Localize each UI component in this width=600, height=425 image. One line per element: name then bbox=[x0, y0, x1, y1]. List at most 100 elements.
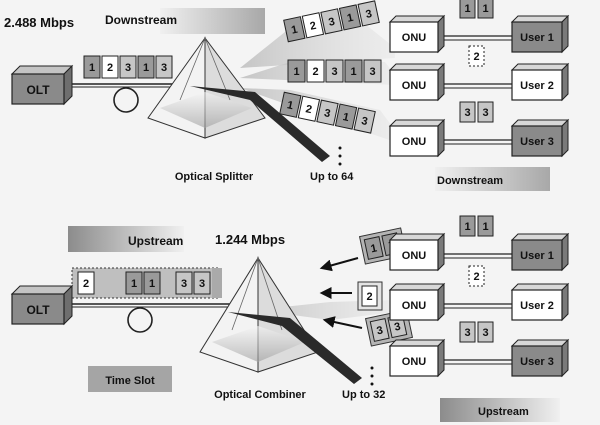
downstream-onu-3: ONU bbox=[388, 118, 446, 158]
downstream-bus-packet-3-label: 3 bbox=[125, 62, 131, 74]
downstream-onu-3-packet-1: 3 bbox=[459, 101, 476, 123]
downstream-fan-packet-2-1-label: 1 bbox=[293, 66, 299, 78]
upstream-onu-2-packet-1: 2 bbox=[468, 265, 485, 287]
downstream-onu-1-packet-1: 1 bbox=[459, 0, 476, 19]
upstream-bus-packet-2: 1 bbox=[125, 271, 143, 295]
downstream-olt: OLT bbox=[10, 64, 74, 106]
upstream-incoming-packet-2-1: 2 bbox=[361, 285, 378, 307]
downstream-header-banner bbox=[160, 8, 265, 34]
upstream-beam bbox=[228, 312, 362, 384]
downstream-onu-3-packet-2-label: 3 bbox=[482, 107, 488, 119]
upstream-bus-packet-5-label: 3 bbox=[199, 278, 205, 290]
upstream-bus-band-end bbox=[212, 268, 222, 298]
upstream-title: Upstream bbox=[128, 234, 183, 248]
downstream-fan-packet-3-1-label: 1 bbox=[286, 99, 294, 112]
upstream-onu-3-packet-2-label: 3 bbox=[482, 327, 488, 339]
downstream-fan-packet-3-2-label: 2 bbox=[304, 103, 312, 116]
downstream-onu-1-packet-2: 1 bbox=[477, 0, 494, 19]
downstream-fan-packet-1-1-label: 1 bbox=[290, 24, 298, 37]
upstream-bus-packet-3-label: 1 bbox=[149, 278, 155, 290]
downstream-fan-packet-3-5-label: 3 bbox=[360, 115, 368, 128]
upstream-user-3: User 3 bbox=[510, 338, 570, 378]
downstream-fan-packet-3-5: 3 bbox=[353, 107, 376, 134]
downstream-fan-packet-3-3-label: 3 bbox=[323, 107, 331, 120]
upstream-user-1-label: User 1 bbox=[520, 250, 554, 262]
upstream-onu-1: ONU bbox=[388, 232, 446, 272]
downstream-fan-packet-2-3-label: 3 bbox=[331, 66, 337, 78]
downstream-fan-packet-3-1: 1 bbox=[279, 91, 302, 118]
downstream-fan-packet-2-2-label: 2 bbox=[312, 66, 318, 78]
upstream-onu-3-label: ONU bbox=[402, 356, 427, 368]
downstream-fan-packet-2-4: 1 bbox=[344, 59, 363, 83]
time-slot-label: Time Slot bbox=[105, 375, 155, 387]
downstream-user-2: User 2 bbox=[510, 62, 570, 102]
upstream-olt: OLT bbox=[10, 284, 74, 326]
downstream-bottom-banner bbox=[435, 167, 550, 191]
upstream-incoming-group-2: 2 bbox=[357, 281, 383, 311]
downstream-fan-packet-2-3: 3 bbox=[325, 59, 344, 83]
downstream-bus-packet-2: 2 bbox=[101, 55, 119, 79]
upstream-bus-packet-4-label: 3 bbox=[181, 278, 187, 290]
upstream-user-3-label: User 3 bbox=[520, 356, 554, 368]
downstream-fan-packet-1-3-label: 3 bbox=[327, 16, 335, 29]
downstream-user-1-label: User 1 bbox=[520, 32, 554, 44]
upstream-onu-2-packet-1-label: 2 bbox=[473, 271, 479, 283]
downstream-onu-3-packet-2: 3 bbox=[477, 101, 494, 123]
upstream-user-1: User 1 bbox=[510, 232, 570, 272]
downstream-title: Downstream bbox=[105, 13, 177, 27]
downstream-user-3: User 3 bbox=[510, 118, 570, 158]
upstream-dot-2 bbox=[370, 374, 374, 378]
downstream-fan-packet-1-4: 1 bbox=[338, 4, 362, 31]
downstream-fan-packet-2-2: 2 bbox=[306, 59, 325, 83]
downstream-fan-packet-2-5-label: 3 bbox=[369, 66, 375, 78]
upstream-bus-packet-4: 3 bbox=[175, 271, 193, 295]
downstream-dot-1 bbox=[338, 146, 342, 150]
downstream-bus-packet-5-label: 3 bbox=[161, 62, 167, 74]
upstream-arrow-1 bbox=[319, 257, 359, 272]
downstream-onu-2-packet-1-label: 2 bbox=[473, 51, 479, 63]
downstream-fan-packet-1-5: 3 bbox=[357, 0, 380, 27]
upstream-onu-3-packet-1: 3 bbox=[459, 321, 476, 343]
downstream-fan-packet-2-5: 3 bbox=[363, 59, 382, 83]
downstream-onu-1-packet-1-label: 1 bbox=[464, 3, 470, 15]
upstream-onu-1-packet-1-label: 1 bbox=[464, 221, 470, 233]
downstream-bus-packet-4-label: 1 bbox=[143, 62, 149, 74]
downstream-bus-packet-2-label: 2 bbox=[107, 62, 113, 74]
downstream-dot-3 bbox=[338, 162, 342, 166]
upstream-arrow-3 bbox=[322, 316, 363, 329]
time-slot-box bbox=[88, 366, 172, 392]
optical-combiner bbox=[199, 256, 362, 384]
upstream-onu-1-packet-2-label: 1 bbox=[482, 221, 488, 233]
upstream-onu-3-packet-2: 3 bbox=[477, 321, 494, 343]
upstream-user-2-label: User 2 bbox=[520, 300, 554, 312]
downstream-onu-2-label: ONU bbox=[402, 80, 427, 92]
upstream-bus-packet-2-label: 1 bbox=[131, 278, 137, 290]
downstream-fan-packet-2-1: 1 bbox=[287, 59, 306, 83]
downstream-beam bbox=[190, 86, 330, 162]
upstream-incoming-packet-3-2-label: 3 bbox=[393, 321, 401, 334]
downstream-rate: 2.488 Mbps bbox=[4, 15, 74, 30]
downstream-onu-3-packet-1-label: 3 bbox=[464, 107, 470, 119]
downstream-onu-1: ONU bbox=[388, 14, 446, 54]
upstream-olt-label: OLT bbox=[26, 303, 50, 317]
downstream-fanout-label: Up to 64 bbox=[310, 171, 354, 183]
downstream-fan-packet-1-1: 1 bbox=[283, 16, 306, 43]
upstream-onu-3-packet-1-label: 3 bbox=[464, 327, 470, 339]
downstream-bottom-label: Downstream bbox=[437, 175, 503, 187]
downstream-bus-packet-1: 1 bbox=[83, 55, 101, 79]
upstream-dot-1 bbox=[370, 366, 374, 370]
downstream-onu-2-packet-1: 2 bbox=[468, 45, 485, 67]
upstream-onu-1-packet-2: 1 bbox=[477, 215, 494, 237]
upstream-header-banner bbox=[68, 226, 184, 252]
optical-combiner-label: Optical Combiner bbox=[214, 389, 306, 401]
downstream-user-2-label: User 2 bbox=[520, 80, 554, 92]
